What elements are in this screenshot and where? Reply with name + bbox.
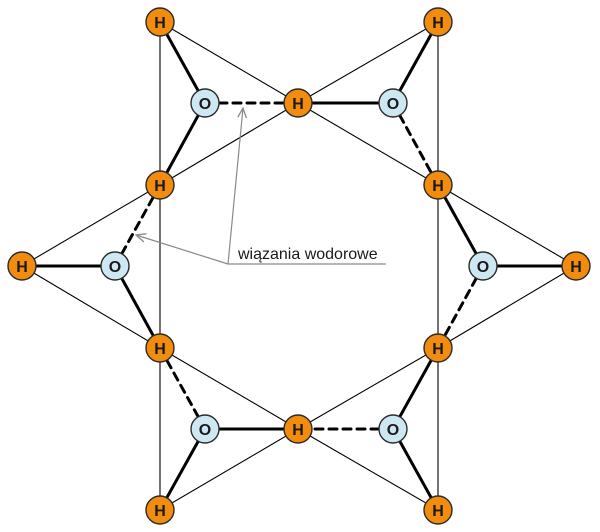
atom-circle bbox=[468, 251, 498, 281]
covalent-bond-o_lower_left-h_bottom_left bbox=[158, 427, 207, 512]
hydrogen-bonds bbox=[113, 101, 485, 431]
atom-symbol: H bbox=[154, 341, 166, 358]
hydrogen-atom-h_far_left: H bbox=[7, 251, 37, 281]
atom-circle bbox=[423, 333, 453, 363]
atom-symbol: H bbox=[154, 178, 166, 195]
atoms-layer: H H O H O H H H O O H H H O H O H H bbox=[7, 7, 591, 525]
oxygen-atom-o_upper_left: O bbox=[190, 88, 220, 118]
hydrogen-bond-annotation: wiązania wodorowe bbox=[136, 108, 386, 265]
atom-symbol: H bbox=[432, 503, 444, 520]
covalent-bond-o_mid_left-h_lower_left bbox=[113, 264, 162, 350]
thin-triangle-edges bbox=[21, 21, 577, 511]
hydrogen-bond-o_mid_right-h_lower_right bbox=[436, 264, 485, 350]
atom-circle bbox=[145, 7, 175, 37]
edge-h_bottom_right-h_bottom_center bbox=[297, 428, 439, 511]
atom-circle bbox=[561, 251, 591, 281]
hydrogen-bond-o_upper_right-h_upper_right bbox=[391, 101, 440, 187]
atom-circle bbox=[7, 251, 37, 281]
covalent-bond-o_upper_right-h_top_right bbox=[391, 20, 440, 105]
hydrogen-atom-h_top_right: H bbox=[423, 7, 453, 37]
oxygen-atom-o_upper_right: O bbox=[378, 88, 408, 118]
atom-circle bbox=[190, 414, 220, 444]
atom-symbol: O bbox=[109, 259, 121, 276]
atom-circle bbox=[378, 88, 408, 118]
atom-symbol: H bbox=[154, 503, 166, 520]
edge-h_bottom_left-h_bottom_center bbox=[159, 428, 299, 511]
atom-symbol: H bbox=[432, 341, 444, 358]
atom-circle bbox=[145, 170, 175, 200]
hydrogen-bond-o_lower_left-h_lower_left bbox=[158, 346, 207, 431]
atom-circle bbox=[423, 495, 453, 525]
hydrogen-atom-h_top_left: H bbox=[145, 7, 175, 37]
hydrogen-atom-h_bottom_center: H bbox=[283, 414, 313, 444]
edge-h_top_left-h_top_center bbox=[159, 21, 299, 104]
covalent-bond-o_mid_right-h_upper_right bbox=[436, 183, 485, 268]
covalent-bond-o_upper_left-h_top_left bbox=[158, 20, 207, 105]
hydrogen-atom-h_bottom_right: H bbox=[423, 495, 453, 525]
edge-h_far_right-h_lower_right bbox=[437, 265, 577, 349]
covalent-bond-o_lower_right-h_bottom_right bbox=[391, 427, 440, 512]
edge-h_far_left-h_lower_left bbox=[21, 265, 161, 349]
edge-h_top_right-h_top_center bbox=[297, 21, 439, 104]
hydrogen-atom-h_far_right: H bbox=[561, 251, 591, 281]
atom-circle bbox=[283, 414, 313, 444]
atom-symbol: H bbox=[292, 96, 304, 113]
atom-symbol: H bbox=[432, 178, 444, 195]
atom-symbol: H bbox=[154, 15, 166, 32]
atom-circle bbox=[423, 170, 453, 200]
hydrogen-atom-h_top_center: H bbox=[283, 88, 313, 118]
atom-symbol: H bbox=[432, 15, 444, 32]
annotation-label: wiązania wodorowe bbox=[237, 246, 378, 263]
covalent-bonds bbox=[20, 20, 578, 512]
hydrogen-atom-h_upper_left: H bbox=[145, 170, 175, 200]
atom-symbol: O bbox=[387, 422, 399, 439]
edge-h_far_right-h_upper_right bbox=[437, 184, 577, 267]
atom-symbol: H bbox=[292, 422, 304, 439]
covalent-bond-o_upper_left-h_upper_left bbox=[158, 101, 207, 187]
covalent-bond-o_lower_right-h_lower_right bbox=[391, 346, 440, 431]
hydrogen-atom-h_lower_right: H bbox=[423, 333, 453, 363]
hydrogen-atom-h_bottom_left: H bbox=[145, 495, 175, 525]
atom-circle bbox=[378, 414, 408, 444]
oxygen-atom-o_mid_right: O bbox=[468, 251, 498, 281]
edge-h_upper_right-h_top_center bbox=[297, 102, 439, 186]
atom-circle bbox=[283, 88, 313, 118]
edge-h_far_left-h_upper_left bbox=[21, 184, 161, 267]
atom-symbol: H bbox=[16, 259, 28, 276]
hydrogen-atom-h_upper_right: H bbox=[423, 170, 453, 200]
atom-symbol: O bbox=[199, 422, 211, 439]
hydrogen-bond-o_mid_left-h_upper_left bbox=[113, 183, 162, 268]
annotation-arrow-to-top-hbond bbox=[227, 108, 243, 265]
atom-circle bbox=[190, 88, 220, 118]
oxygen-atom-o_lower_right: O bbox=[378, 414, 408, 444]
hydrogen-atom-h_lower_left: H bbox=[145, 333, 175, 363]
atom-circle bbox=[145, 333, 175, 363]
edge-h_lower_right-h_bottom_center bbox=[297, 347, 439, 430]
annotation-arrow-to-left-hbond bbox=[136, 235, 229, 265]
atom-circle bbox=[423, 7, 453, 37]
atom-circle bbox=[100, 251, 130, 281]
edge-h_lower_left-h_bottom_center bbox=[159, 347, 299, 430]
atom-symbol: O bbox=[387, 96, 399, 113]
edge-h_upper_left-h_top_center bbox=[159, 102, 299, 186]
atom-symbol: O bbox=[477, 259, 489, 276]
atom-symbol: O bbox=[199, 96, 211, 113]
oxygen-atom-o_mid_left: O bbox=[100, 251, 130, 281]
atom-symbol: H bbox=[570, 259, 582, 276]
atom-circle bbox=[145, 495, 175, 525]
oxygen-atom-o_lower_left: O bbox=[190, 414, 220, 444]
